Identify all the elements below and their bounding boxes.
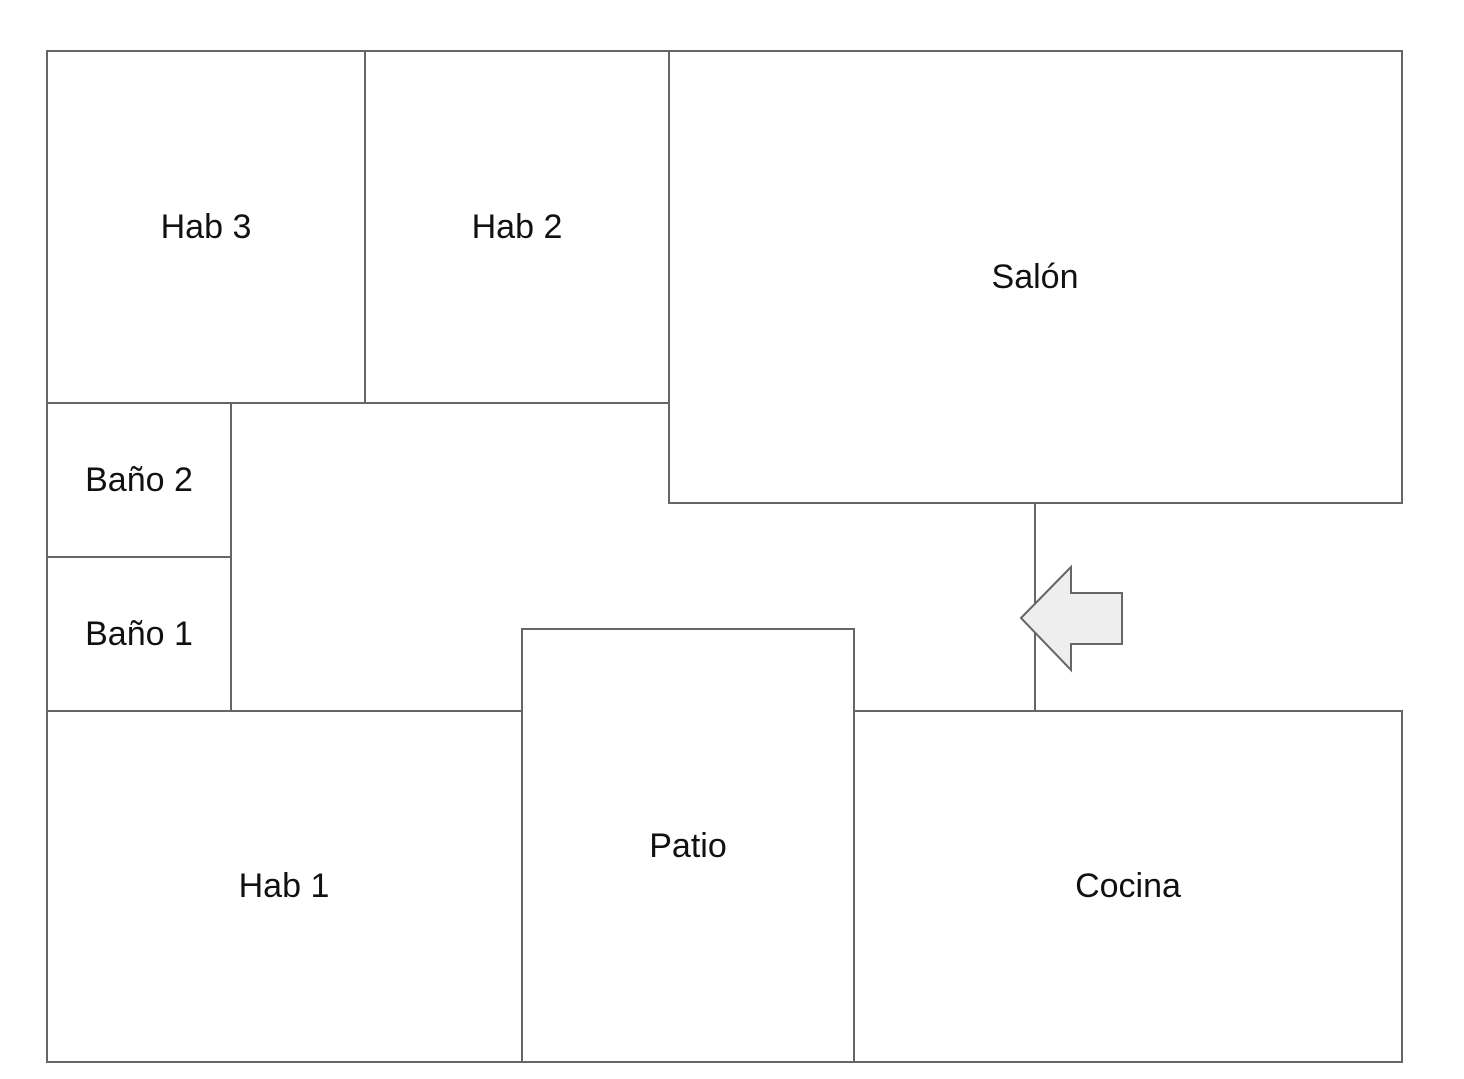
room-patio-label: Patio	[649, 827, 727, 865]
room-hab-1[interactable]: Hab 1	[46, 710, 523, 1063]
room-cocina-shape	[853, 710, 1403, 1063]
room-hab-2[interactable]: Hab 2	[364, 50, 670, 404]
room-bano-2-shape	[46, 402, 232, 558]
room-bano-1[interactable]: Baño 1	[46, 556, 232, 712]
room-hab-3-label: Hab 3	[161, 208, 252, 246]
room-cocina[interactable]: Cocina	[853, 710, 1403, 1063]
room-salon[interactable]: Salón	[668, 50, 1403, 504]
room-cocina-label: Cocina	[1075, 867, 1181, 905]
room-bano-1-label: Baño 1	[85, 615, 193, 653]
room-salon-label: Salón	[992, 258, 1079, 296]
room-hab-2-shape	[364, 50, 670, 404]
room-bano-2-label: Baño 2	[85, 461, 193, 499]
room-salon-shape	[668, 50, 1403, 504]
room-hab-3[interactable]: Hab 3	[46, 50, 366, 404]
room-hab-2-label: Hab 2	[472, 208, 563, 246]
room-bano-1-shape	[46, 556, 232, 712]
room-patio[interactable]: Patio	[521, 628, 855, 1063]
room-hab-1-shape	[46, 710, 523, 1063]
room-hab-1-label: Hab 1	[239, 867, 330, 905]
room-bano-2[interactable]: Baño 2	[46, 402, 232, 558]
left-arrow-icon	[1019, 564, 1123, 673]
